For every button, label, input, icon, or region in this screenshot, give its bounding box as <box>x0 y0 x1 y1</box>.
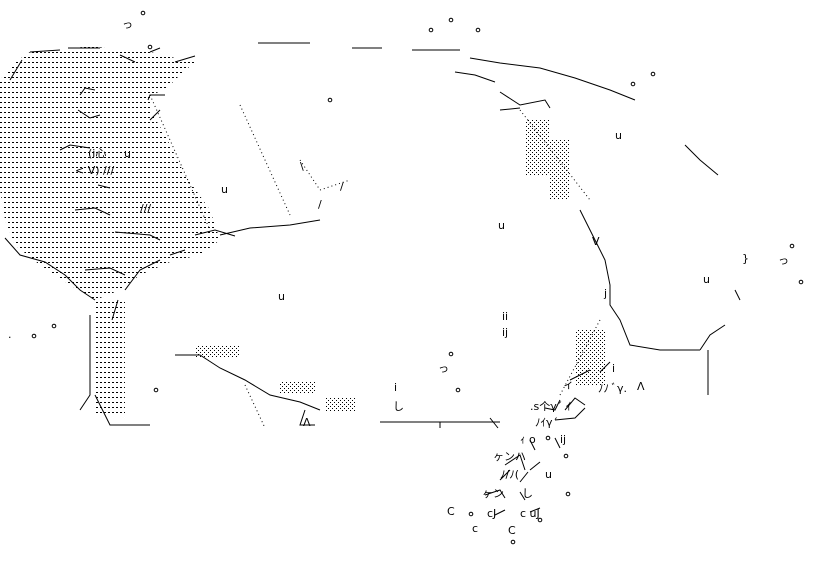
svg-text:u: u <box>615 129 622 142</box>
svg-text:ﾉﾉ ﾞγ.: ﾉﾉ ﾞγ. <box>598 382 627 395</box>
svg-text:u: u <box>545 468 552 481</box>
svg-text:u: u <box>124 147 131 160</box>
svg-text:ィ: ィ <box>563 378 574 391</box>
drool <box>484 361 611 516</box>
svg-text:ii: ii <box>502 310 508 323</box>
svg-text:\: \ <box>300 160 304 173</box>
svg-text:< V) ///: < V) /// <box>75 164 114 177</box>
svg-text:ｨ o: ｨ o <box>520 433 536 446</box>
svg-text:///: /// <box>140 202 151 215</box>
svg-text:っ: っ <box>438 362 449 375</box>
hatched-patches <box>195 120 605 412</box>
svg-text:Λ: Λ <box>637 380 645 393</box>
svg-text:っ: っ <box>122 18 133 31</box>
svg-text:/: / <box>318 198 322 211</box>
small-circles <box>31 10 804 545</box>
svg-text:ヶンハ: ヶンハ <box>493 450 526 463</box>
svg-text:j: j <box>603 287 607 300</box>
svg-text:u: u <box>221 183 228 196</box>
svg-text:c: c <box>472 522 478 535</box>
svg-text:u: u <box>498 219 505 232</box>
svg-text:}: } <box>742 252 749 265</box>
svg-text:(i心: (i心 <box>88 147 106 160</box>
svg-text:Λ: Λ <box>303 416 311 429</box>
svg-text:し: し <box>522 487 533 500</box>
svg-text:.s个γ´ ｲ: .s个γ´ ｲ <box>530 400 571 413</box>
tree-trunk <box>79 299 150 426</box>
svg-text:.: . <box>8 328 12 341</box>
svg-text:C: C <box>508 524 516 537</box>
tree-crown <box>0 46 236 301</box>
dotted-shading <box>149 94 601 429</box>
svg-text:V: V <box>592 235 600 248</box>
svg-text:C: C <box>447 505 455 518</box>
svg-text:cJ: cJ <box>487 507 496 520</box>
svg-text:ヶン: ヶン <box>482 487 504 500</box>
svg-text:ij: ij <box>560 433 566 446</box>
svg-text:し: し <box>393 400 404 413</box>
svg-text:i: i <box>612 362 615 375</box>
glyph-marks: っ u u u u u u っ } V j ii ij っ i し Λ Λ < … <box>8 18 789 537</box>
svg-text:/: / <box>340 180 344 193</box>
svg-text:っ: っ <box>778 254 789 267</box>
svg-text:ﾉ/ﾉ(: ﾉ/ﾉ( <box>500 468 519 481</box>
svg-text:u: u <box>278 290 285 303</box>
svg-text:c uJ: c uJ <box>520 507 540 520</box>
rock-outline <box>175 42 741 429</box>
svg-text:ﾉｲγ´: ﾉｲγ´ <box>535 416 558 429</box>
svg-text:ij: ij <box>502 326 508 339</box>
svg-text:u: u <box>703 273 710 286</box>
svg-text:i: i <box>394 381 397 394</box>
